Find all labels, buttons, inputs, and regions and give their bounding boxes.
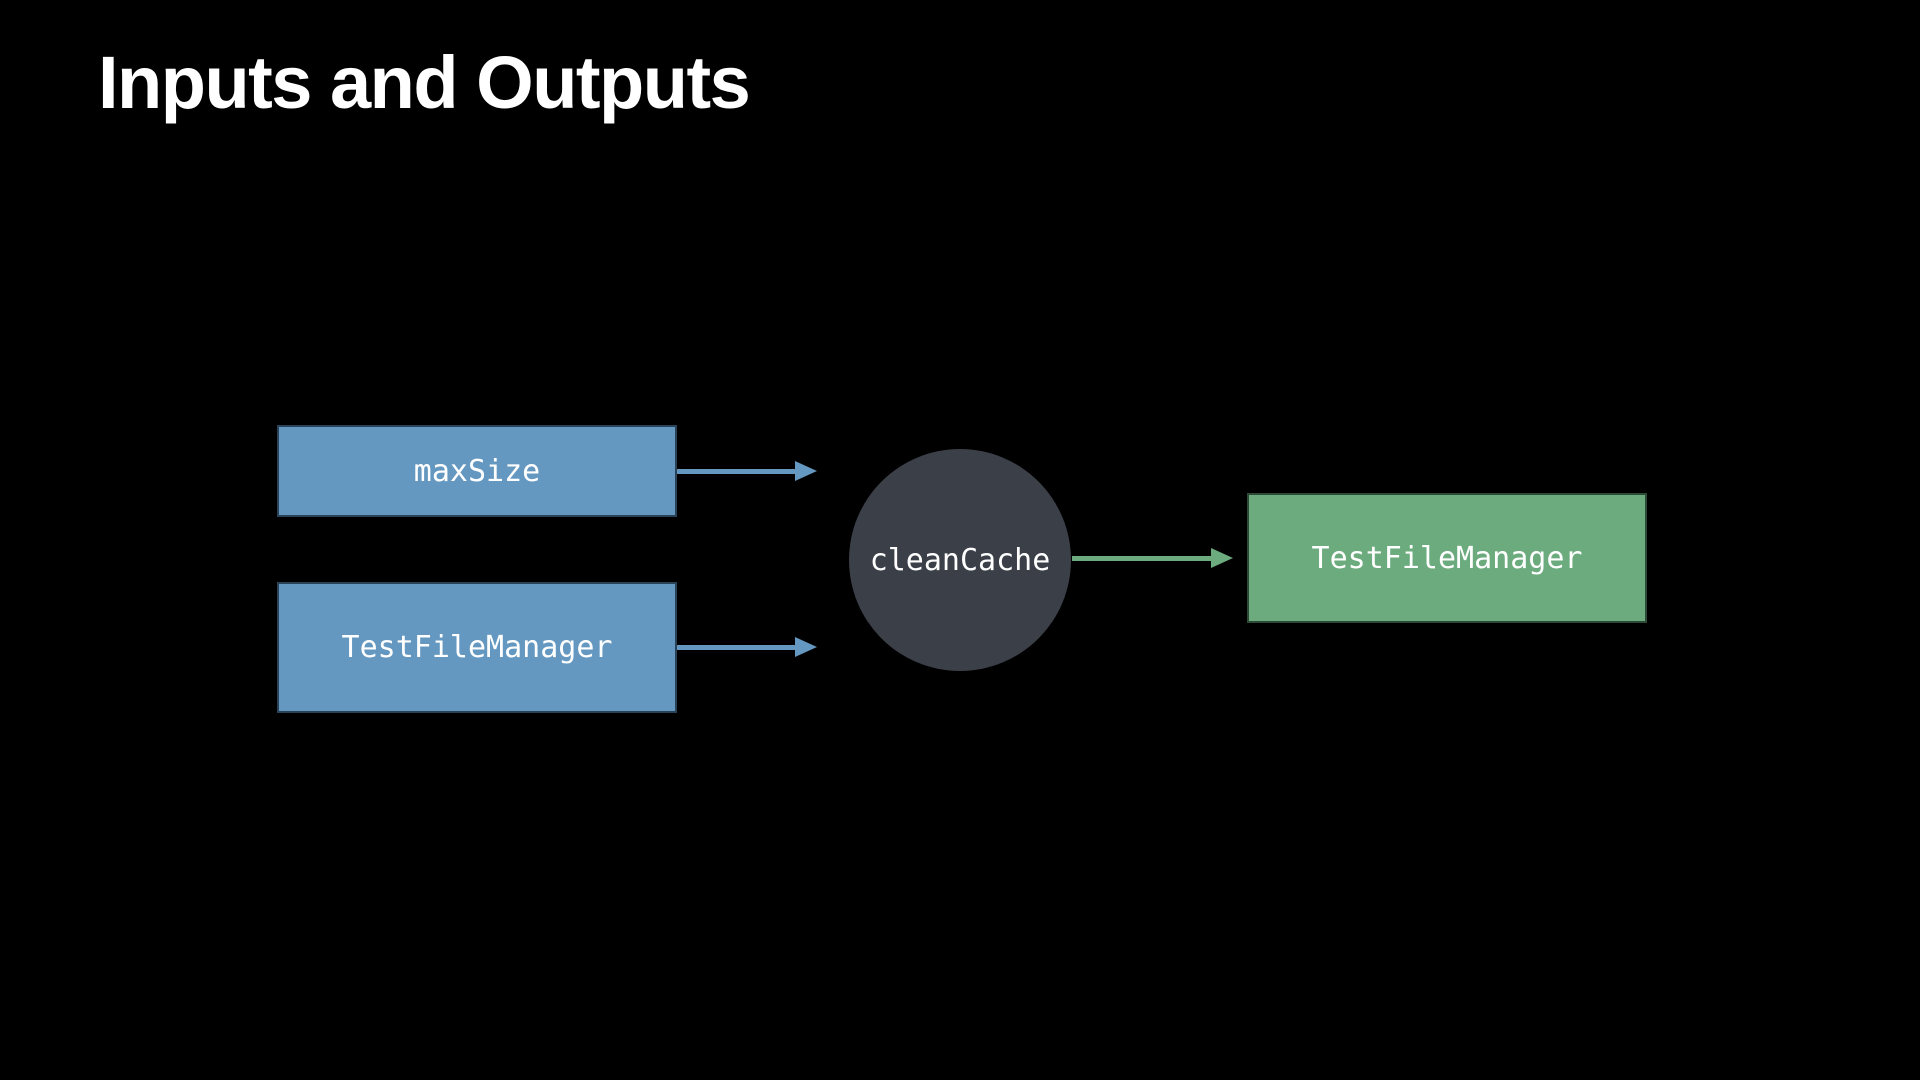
process-node-label: cleanCache <box>869 542 1051 578</box>
input-node-label: maxSize <box>413 453 541 489</box>
slide-title: Inputs and Outputs <box>98 41 751 124</box>
input-node-testfilemanager: TestFileManager <box>277 582 677 713</box>
arrow-cleancache-to-output <box>1072 548 1233 568</box>
arrow-line <box>1072 555 1211 561</box>
output-node-label: TestFileManager <box>1311 540 1583 576</box>
arrow-head-icon <box>1211 548 1233 568</box>
input-node-maxsize: maxSize <box>277 425 677 517</box>
arrow-line <box>677 468 795 474</box>
output-node-testfilemanager: TestFileManager <box>1247 493 1647 623</box>
process-node-cleancache: cleanCache <box>849 449 1071 671</box>
input-node-label: TestFileManager <box>341 630 613 665</box>
arrow-line <box>677 644 795 650</box>
arrow-maxsize-to-cleancache <box>677 461 817 481</box>
arrow-head-icon <box>795 461 817 481</box>
arrow-head-icon <box>795 637 817 657</box>
arrow-testfilemanager-to-cleancache <box>677 637 817 657</box>
